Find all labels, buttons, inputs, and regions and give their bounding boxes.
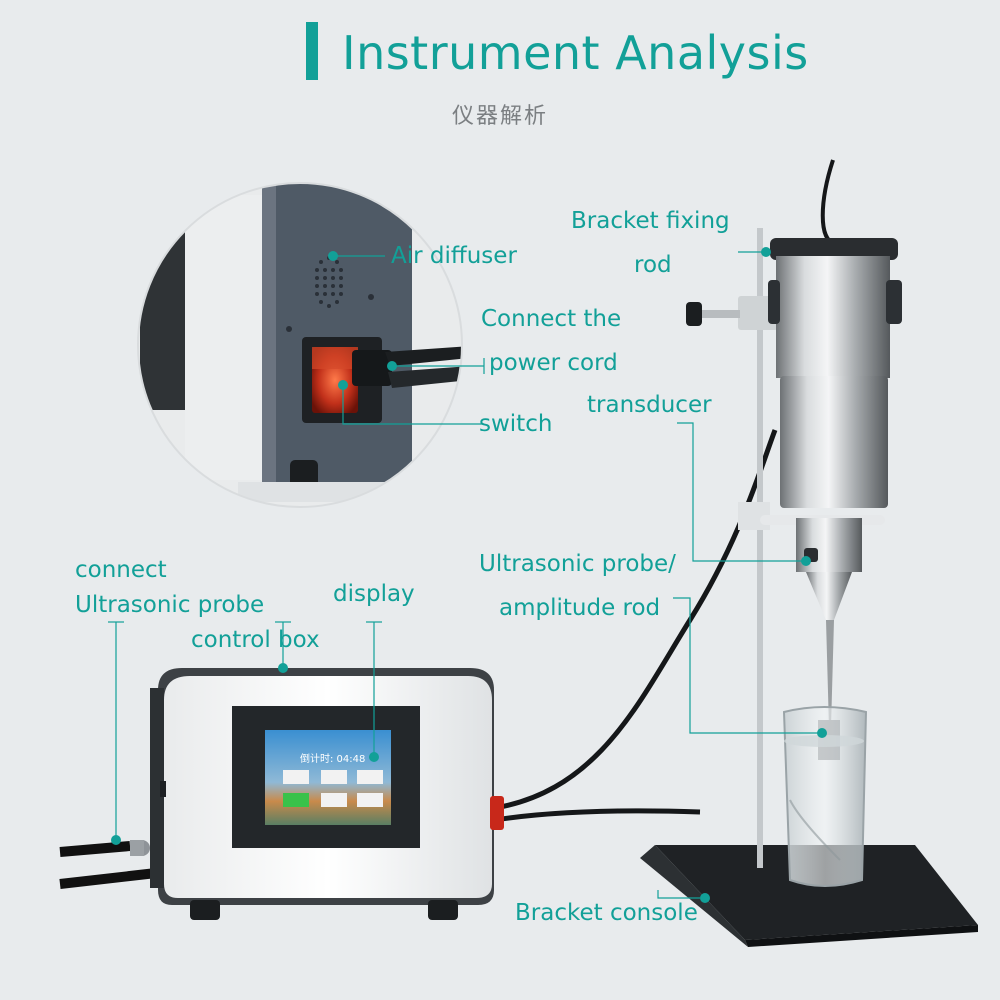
label-bracket-fixing: Bracket fixing — [571, 208, 730, 234]
label-power-cord: power cord — [489, 350, 618, 376]
screen-countdown: 倒计时: 04:48 — [300, 752, 365, 765]
label-transducer: transducer — [587, 392, 712, 418]
label-amplitude-rod: amplitude rod — [499, 595, 661, 621]
page-title: Instrument Analysis — [342, 26, 809, 80]
label-display: display — [333, 581, 415, 607]
label-ultrasonic-probe-2: Ultrasonic probe — [75, 592, 265, 618]
control-box: 倒计时: 04:48 — [130, 668, 504, 920]
probe-cable — [494, 429, 778, 811]
beaker-shape — [782, 706, 868, 887]
label-bracket-console: Bracket console — [515, 900, 698, 926]
label-air-diffuser: Air diffuser — [391, 243, 517, 269]
label-connect-the: Connect the — [481, 306, 622, 332]
transducer-shape — [768, 159, 902, 760]
leader-lines — [108, 251, 822, 899]
page-subtitle: 仪器解析 — [451, 104, 548, 129]
label-rod: rod — [634, 252, 672, 278]
label-ultrasonic-probe: Ultrasonic probe/ — [479, 551, 676, 577]
bracket-console-shape — [640, 845, 978, 947]
label-control-box: control box — [191, 627, 320, 653]
label-switch: switch — [479, 411, 553, 437]
leader-dots — [111, 247, 827, 903]
rear-panel-zoom — [137, 182, 463, 508]
bracket-rod-shape — [757, 228, 763, 868]
label-connect: connect — [75, 557, 167, 583]
title-accent-bar — [306, 22, 318, 80]
